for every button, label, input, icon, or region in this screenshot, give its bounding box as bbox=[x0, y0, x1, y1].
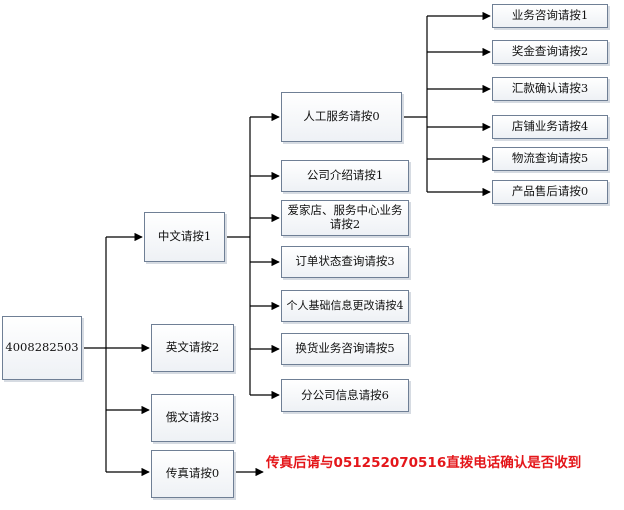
option-chinese: 中文请按1 bbox=[144, 212, 225, 262]
chinese-option-personal-info: 个人基础信息更改请按4 bbox=[281, 290, 409, 322]
human-option-business-consult: 业务咨询请按1 bbox=[492, 4, 608, 28]
chinese-option-order-status: 订单状态查询请按3 bbox=[281, 246, 409, 278]
chinese-option-store-service: 爱家店、服务中心业务请按2 bbox=[281, 200, 409, 236]
chinese-option-branch-info: 分公司信息请按6 bbox=[281, 379, 409, 412]
human-option-bonus-query: 奖金查询请按2 bbox=[492, 40, 608, 64]
chinese-option-company-intro: 公司介绍请按1 bbox=[281, 160, 409, 192]
option-russian: 俄文请按3 bbox=[151, 394, 234, 442]
option-fax: 传真请按0 bbox=[151, 450, 234, 498]
human-option-remittance: 汇款确认请按3 bbox=[492, 77, 608, 101]
chinese-option-human-service: 人工服务请按0 bbox=[281, 92, 402, 142]
fax-confirmation-note: 传真后请与051252070516直拨电话确认是否收到 bbox=[266, 455, 582, 471]
root-phone-number: 4008282503 bbox=[2, 316, 82, 380]
human-option-logistics: 物流查询请按5 bbox=[492, 147, 608, 171]
human-option-after-sales: 产品售后请按0 bbox=[492, 180, 608, 204]
option-english: 英文请按2 bbox=[151, 324, 234, 372]
chinese-option-exchange: 换货业务咨询请按5 bbox=[281, 333, 409, 365]
human-option-shop-business: 店铺业务请按4 bbox=[492, 115, 608, 139]
